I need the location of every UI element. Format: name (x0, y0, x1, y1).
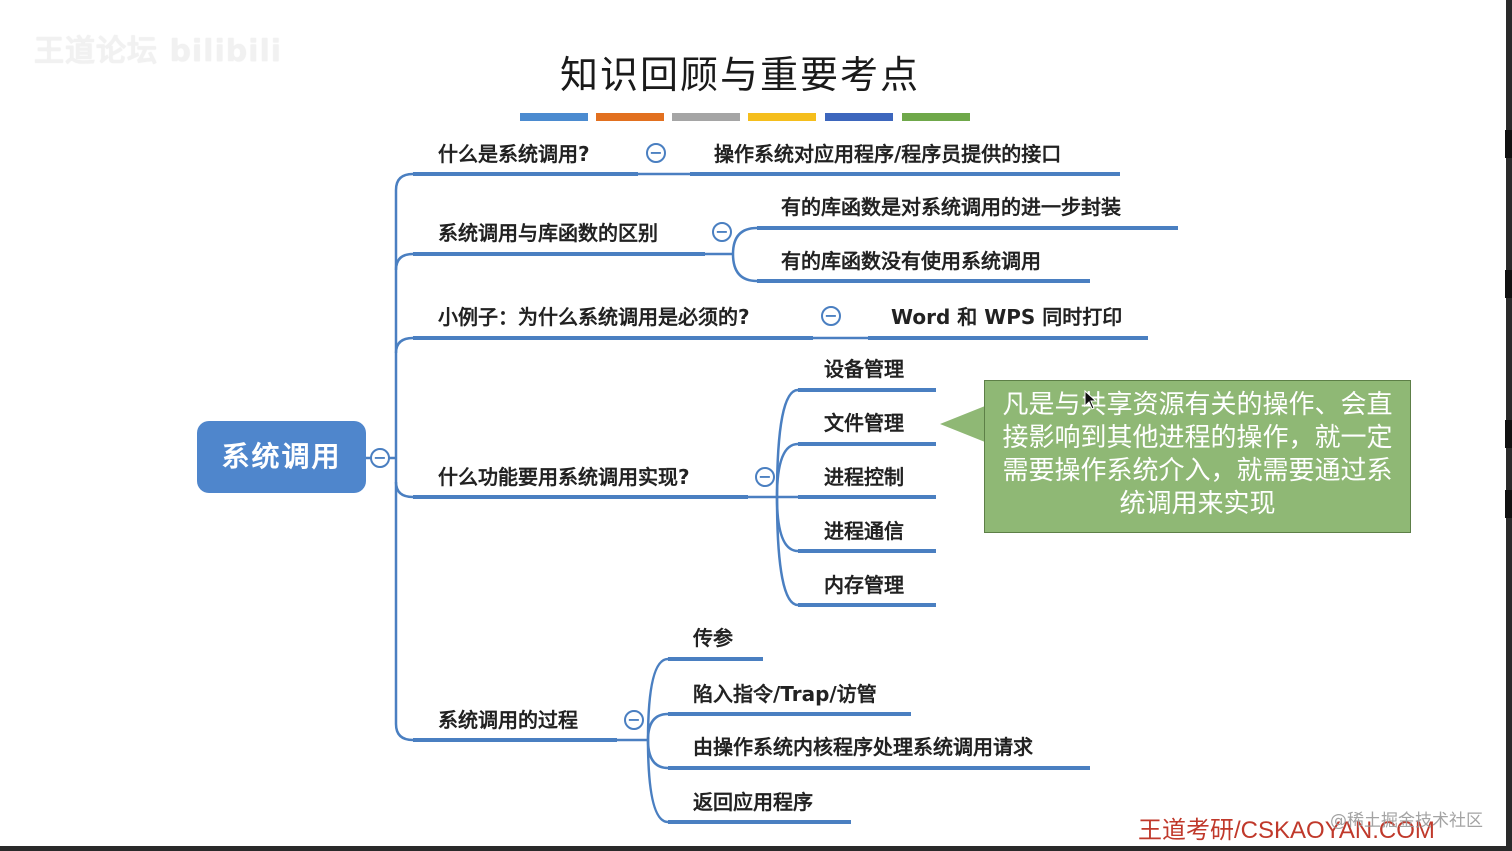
leaf-underline (668, 657, 763, 661)
color-bar-segment (520, 113, 588, 121)
callout-note: 凡是与共享资源有关的操作、会直接影响到其他进程的操作，就一定需要操作系统介入，就… (984, 380, 1411, 533)
leaf-return: 返回应用程序 (693, 790, 813, 814)
connector-b4 (775, 442, 799, 498)
color-bar-segment (596, 113, 664, 121)
leaf-libfunc-wraps: 有的库函数是对系统调用的进一步封装 (781, 195, 1121, 219)
collapse-icon[interactable]: − (712, 222, 732, 242)
leaf-device-mgmt: 设备管理 (824, 357, 904, 381)
leaf-underline (868, 336, 1148, 340)
window-edge-tab (1505, 490, 1512, 518)
bilibili-watermark: 王道论坛 bilibili (34, 34, 283, 69)
connector-b5 (646, 739, 669, 770)
connector-b5 (646, 739, 669, 824)
leaf-ipc: 进程通信 (824, 519, 904, 543)
branch-underline (413, 495, 748, 499)
window-edge-tab (1505, 270, 1512, 298)
root-node[interactable]: 系统调用 (197, 421, 366, 493)
branch-underline (413, 738, 617, 742)
connector-b4 (775, 496, 799, 553)
leaf-trap: 陷入指令/Trap/访管 (693, 682, 877, 706)
leaf-underline (668, 766, 1090, 770)
footer-credit: 王道考研/CSKAOYAN.COM (1138, 817, 1435, 844)
branch-underline (413, 172, 638, 176)
leaf-word-wps: Word 和 WPS 同时打印 (891, 305, 1123, 329)
branch-process: 系统调用的过程 (438, 708, 578, 732)
collapse-icon[interactable]: − (370, 448, 390, 468)
connector-b5 (646, 712, 669, 741)
leaf-underline (757, 279, 1090, 283)
leaf-underline (668, 712, 911, 716)
juejin-watermark: @稀土掘金技术社区 (1330, 811, 1483, 831)
leaf-memory-mgmt: 内存管理 (824, 573, 904, 597)
window-edge-tab (1505, 130, 1512, 158)
slide-title: 知识回顾与重要考点 (559, 53, 920, 97)
collapse-icon[interactable]: − (624, 710, 644, 730)
window-edge-bottom (0, 846, 1512, 851)
mouse-cursor-icon (1084, 390, 1098, 410)
leaf-underline (798, 549, 936, 553)
leaf-interface: 操作系统对应用程序/程序员提供的接口 (714, 142, 1062, 166)
leaf-file-mgmt: 文件管理 (824, 411, 904, 435)
collapse-icon[interactable]: − (646, 143, 666, 163)
window-edge-tab (1505, 420, 1512, 448)
leaf-underline (798, 495, 936, 499)
leaf-underline (798, 603, 936, 607)
collapse-icon[interactable]: − (755, 467, 775, 487)
branch-underline (413, 336, 813, 340)
branch-syscall-vs-libfunc: 系统调用与库函数的区别 (438, 221, 658, 245)
connector-spine (394, 172, 414, 742)
leaf-libfunc-nosyscall: 有的库函数没有使用系统调用 (781, 249, 1041, 273)
connector-b4 (775, 496, 799, 607)
branch-example: 小例子：为什么系统调用是必须的? (438, 305, 750, 329)
leaf-underline (798, 388, 936, 392)
connector-branch (394, 252, 414, 271)
color-bar-segment (825, 113, 893, 121)
branch-underline (413, 252, 705, 256)
color-bar-segment (672, 113, 740, 121)
leaf-underline (690, 172, 1120, 176)
connector-b5 (646, 657, 669, 741)
connector-b2 (731, 226, 758, 255)
color-bar-segment (748, 113, 816, 121)
leaf-kernel-handle: 由操作系统内核程序处理系统调用请求 (693, 735, 1033, 759)
leaf-underline (798, 442, 936, 446)
branch-what-is-syscall: 什么是系统调用? (438, 142, 590, 166)
collapse-icon[interactable]: − (821, 306, 841, 326)
connector-branch (394, 336, 414, 354)
callout-pointer (940, 406, 985, 442)
color-bar-segment (902, 113, 970, 121)
leaf-underline (668, 820, 851, 824)
leaf-process-ctrl: 进程控制 (824, 465, 904, 489)
branch-functions: 什么功能要用系统调用实现? (438, 465, 690, 489)
connector-b2 (731, 253, 758, 283)
leaf-pass-params: 传参 (693, 626, 733, 650)
connector-branch (394, 481, 414, 499)
leaf-underline (757, 226, 1178, 230)
